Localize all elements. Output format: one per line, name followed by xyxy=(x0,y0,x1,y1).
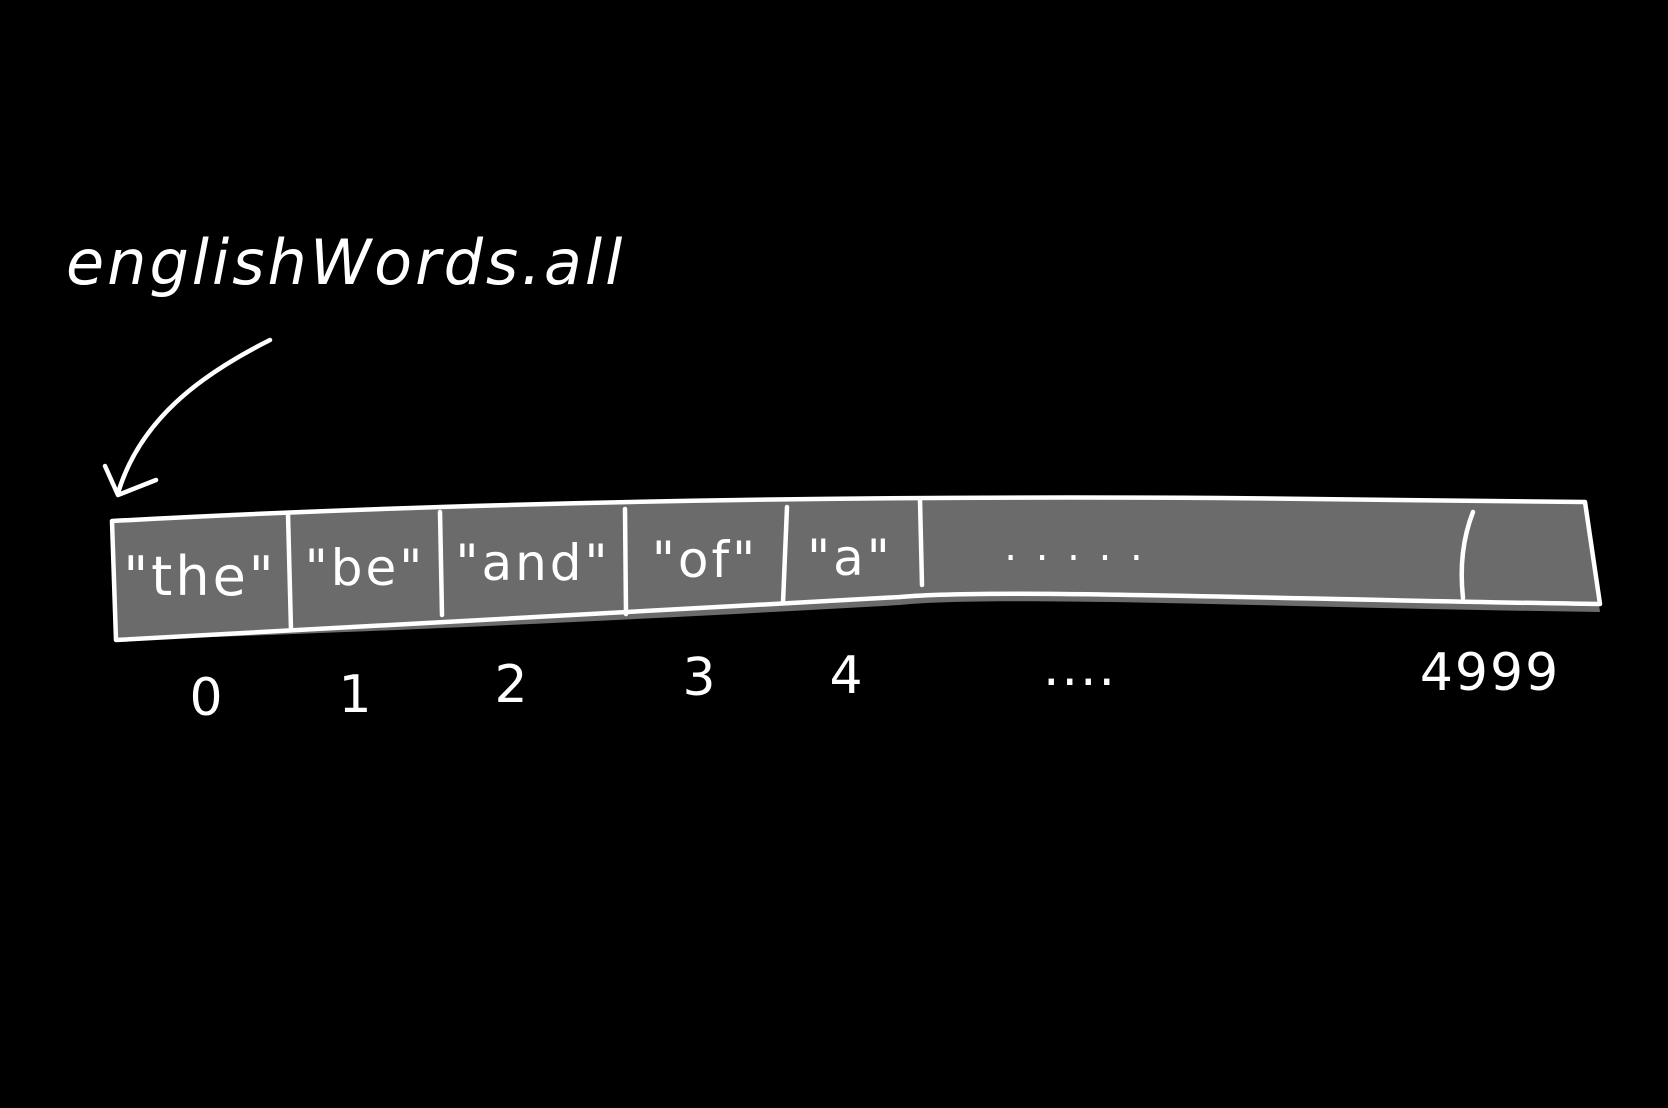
array-cell-2: "and" xyxy=(455,534,610,592)
array-body xyxy=(112,497,1600,640)
cell-dividers xyxy=(285,497,1476,633)
array-index-1: 1 xyxy=(338,665,373,725)
array-index-0: 0 xyxy=(189,668,224,728)
array-cell-5: . . . . . xyxy=(1004,524,1145,570)
array-cell-0: "the" xyxy=(123,545,276,608)
array-index-6: 4999 xyxy=(1420,643,1560,703)
array-index-2: 2 xyxy=(494,655,529,715)
array-index-5: .... xyxy=(1043,638,1117,698)
array-cell-4: "a" xyxy=(807,529,893,587)
array-index-3: 3 xyxy=(682,648,717,708)
curved-arrow-icon xyxy=(102,337,273,498)
variable-label: englishWords.all xyxy=(66,226,625,299)
array-cell-3: "of" xyxy=(652,531,758,589)
array-cell-1: "be" xyxy=(305,539,426,597)
array-cells: "the" "be" "and" "of" "a" . . . . . xyxy=(123,524,1145,608)
array-indices: 0 1 2 3 4.... 4999 xyxy=(189,638,1560,728)
array-outline xyxy=(109,495,1603,643)
array-index-4: 4 xyxy=(829,646,864,706)
